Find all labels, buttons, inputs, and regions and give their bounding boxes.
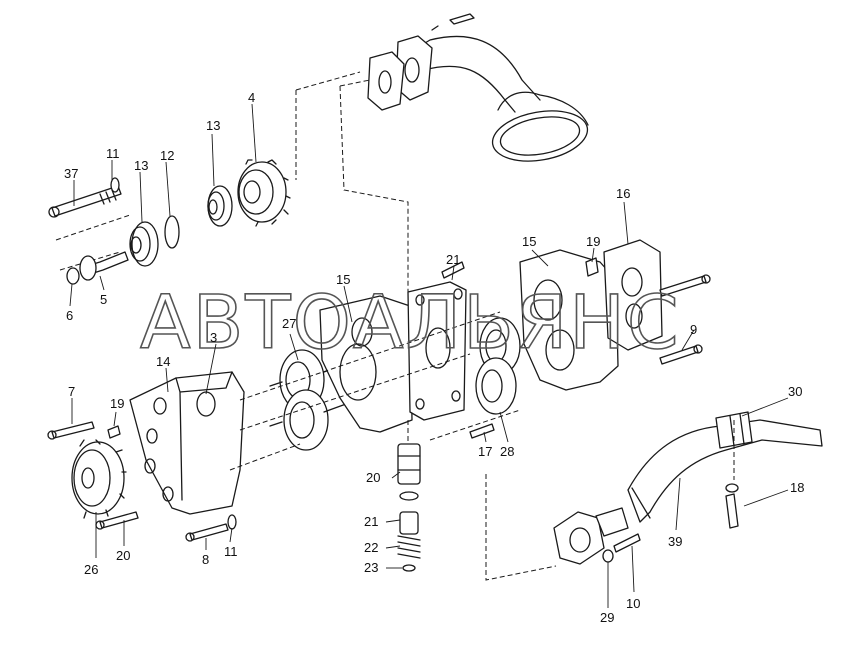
callout-26: 26 [84,562,98,577]
pump-gears-pair [269,349,347,451]
callout-29: 29 [600,610,614,625]
front-drive-gear [71,439,127,519]
rear-housing [519,239,663,391]
callout-27: 27 [282,316,296,331]
callout-24: 23 [364,560,378,575]
alignment-lines-main [229,311,557,581]
callout-30: 37 [64,166,78,181]
leader-lines [69,103,789,608]
callout-19-left: 19 [110,396,124,411]
pump-front-cover [129,371,245,515]
callout-28: 28 [500,444,514,459]
callout-20: 20 [116,548,130,563]
callout-19-right: 19 [586,234,600,249]
callout-6: 6 [66,308,73,323]
bolts-right [441,261,711,439]
callout-7: 7 [68,384,75,399]
callout-15-right: 15 [522,234,536,249]
callout-13-left: 13 [134,158,148,173]
callout-11-top: 11 [106,146,120,161]
watermark-text: АВТОАЛЬЯНС [140,280,681,366]
second-gear-pair [475,317,521,415]
callout-37: 30 [788,384,802,399]
callout-8: 8 [202,552,209,567]
suction-pipe [553,411,823,565]
callout-11-bottom: 11 [224,544,238,559]
callout-5: 5 [100,292,107,307]
callout-9: 9 [690,322,697,337]
callout-3: 3 [210,330,217,345]
callout-23: 22 [364,540,378,555]
callout-12: 12 [160,148,174,163]
callout-39: 39 [668,534,682,549]
callout-21: 20 [366,470,380,485]
callout-10: 10 [626,596,640,611]
callout-14: 14 [156,354,170,369]
oil-pickup-pipe [367,13,589,162]
callout-22-top: 21 [446,252,460,267]
callout-16: 16 [616,186,630,201]
callout-15-left: 15 [336,272,350,287]
pump-body [319,281,467,433]
callout-22-bottom: 21 [364,514,378,529]
callout-13-right: 13 [206,118,220,133]
callout-labels: 37 11 13 12 13 4 5 6 7 19 14 3 27 15 21 … [64,90,804,625]
callout-4: 4 [248,90,255,105]
callout-17: 17 [478,444,492,459]
relief-valve [397,443,421,572]
shaft-and-bearings [48,159,291,285]
callout-18: 18 [790,480,804,495]
alignment-lines-upper [55,71,409,320]
